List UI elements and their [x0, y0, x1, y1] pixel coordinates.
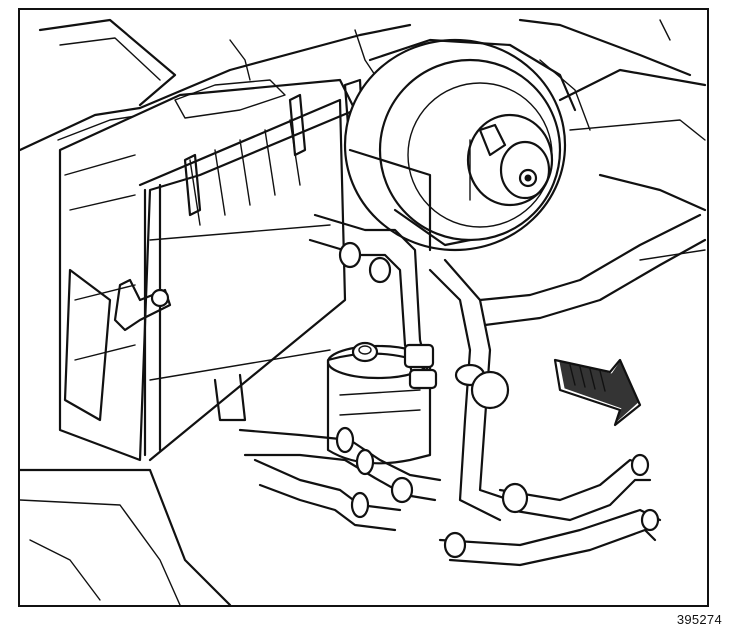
- blower-motor: [466, 113, 554, 207]
- front-direction-arrow: [553, 358, 642, 427]
- mounting-brackets: [113, 78, 364, 332]
- figure-id-label: 395274: [676, 612, 722, 627]
- evaporator-case: [58, 29, 376, 462]
- line-fittings: [335, 241, 660, 559]
- illustration-frame: [18, 8, 709, 607]
- blower-motor-housing: [343, 38, 591, 252]
